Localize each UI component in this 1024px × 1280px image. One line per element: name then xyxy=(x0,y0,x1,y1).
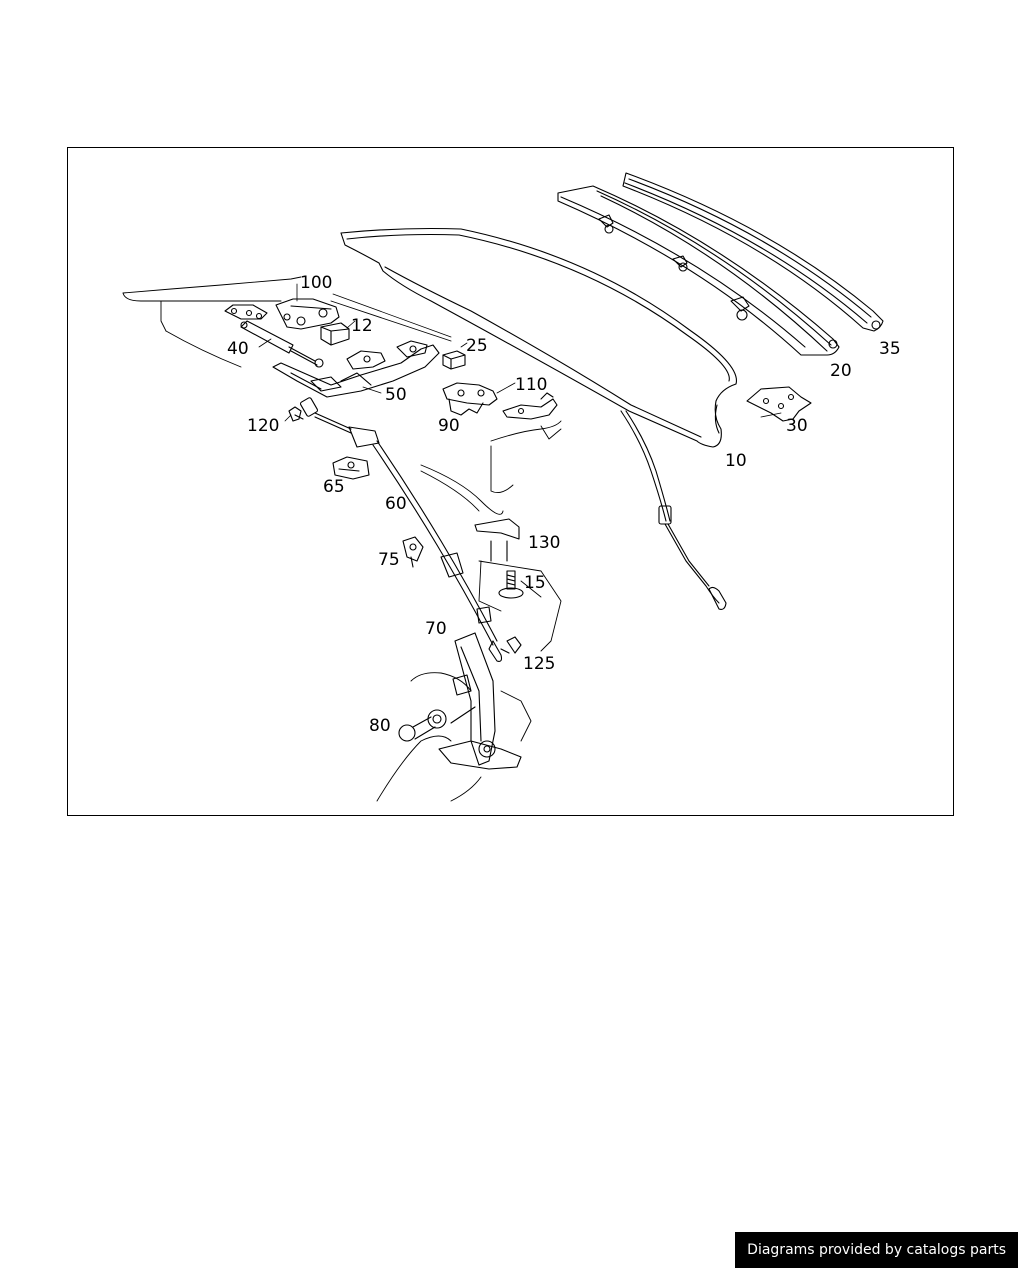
part-label-50: 50 xyxy=(385,385,407,405)
part-20-weather-rail xyxy=(557,185,840,356)
part-65-clip xyxy=(332,456,370,480)
part-75-clip xyxy=(402,536,424,568)
leader-lines xyxy=(258,283,782,422)
part-12-rubber-block xyxy=(320,322,350,346)
part-110-bracket xyxy=(502,392,558,420)
attribution-badge: Diagrams provided by catalogs parts xyxy=(735,1232,1018,1268)
part-label-125: 125 xyxy=(523,654,555,674)
part-90-hinge xyxy=(442,382,498,416)
part-label-35: 35 xyxy=(879,339,901,359)
part-40-gas-strut xyxy=(240,320,324,368)
body-outline xyxy=(122,276,562,515)
part-label-80: 80 xyxy=(369,716,391,736)
part-130-plate xyxy=(474,518,520,562)
part-label-75: 75 xyxy=(378,550,400,570)
part-label-20: 20 xyxy=(830,361,852,381)
part-label-60: 60 xyxy=(385,494,407,514)
part-80-ball-pin xyxy=(398,706,476,742)
parts-diagram-frame: 100 12 40 25 50 110 120 90 65 60 130 75 … xyxy=(67,147,954,816)
part-50-hinge-assembly xyxy=(272,340,440,398)
part-label-110: 110 xyxy=(515,375,547,395)
lock-body-structure xyxy=(376,560,562,802)
part-60-release-cable xyxy=(299,397,503,662)
part-label-25: 25 xyxy=(466,336,488,356)
part-label-130: 130 xyxy=(528,533,560,553)
part-120-clip xyxy=(288,406,304,422)
part-30-bracket-plate xyxy=(746,386,812,422)
part-10-compartment-lid xyxy=(340,227,737,610)
part-25-buffer-block xyxy=(442,350,466,370)
part-label-65: 65 xyxy=(323,477,345,497)
part-label-40: 40 xyxy=(227,339,249,359)
part-label-100: 100 xyxy=(300,273,332,293)
part-label-90: 90 xyxy=(438,416,460,436)
part-label-70: 70 xyxy=(425,619,447,639)
part-label-12: 12 xyxy=(351,316,373,336)
small-link-plate xyxy=(224,304,268,320)
part-label-10: 10 xyxy=(725,451,747,471)
part-125-clip xyxy=(500,636,522,654)
part-15-bolt xyxy=(498,570,524,599)
part-label-120: 120 xyxy=(247,416,279,436)
exploded-parts-diagram: 100 12 40 25 50 110 120 90 65 60 130 75 … xyxy=(122,172,901,802)
part-100-hinge-bracket xyxy=(275,298,340,330)
part-label-15: 15 xyxy=(524,573,546,593)
part-label-30: 30 xyxy=(786,416,808,436)
part-35-seal-strip xyxy=(622,172,884,332)
part-70-lock-lever xyxy=(438,632,522,770)
